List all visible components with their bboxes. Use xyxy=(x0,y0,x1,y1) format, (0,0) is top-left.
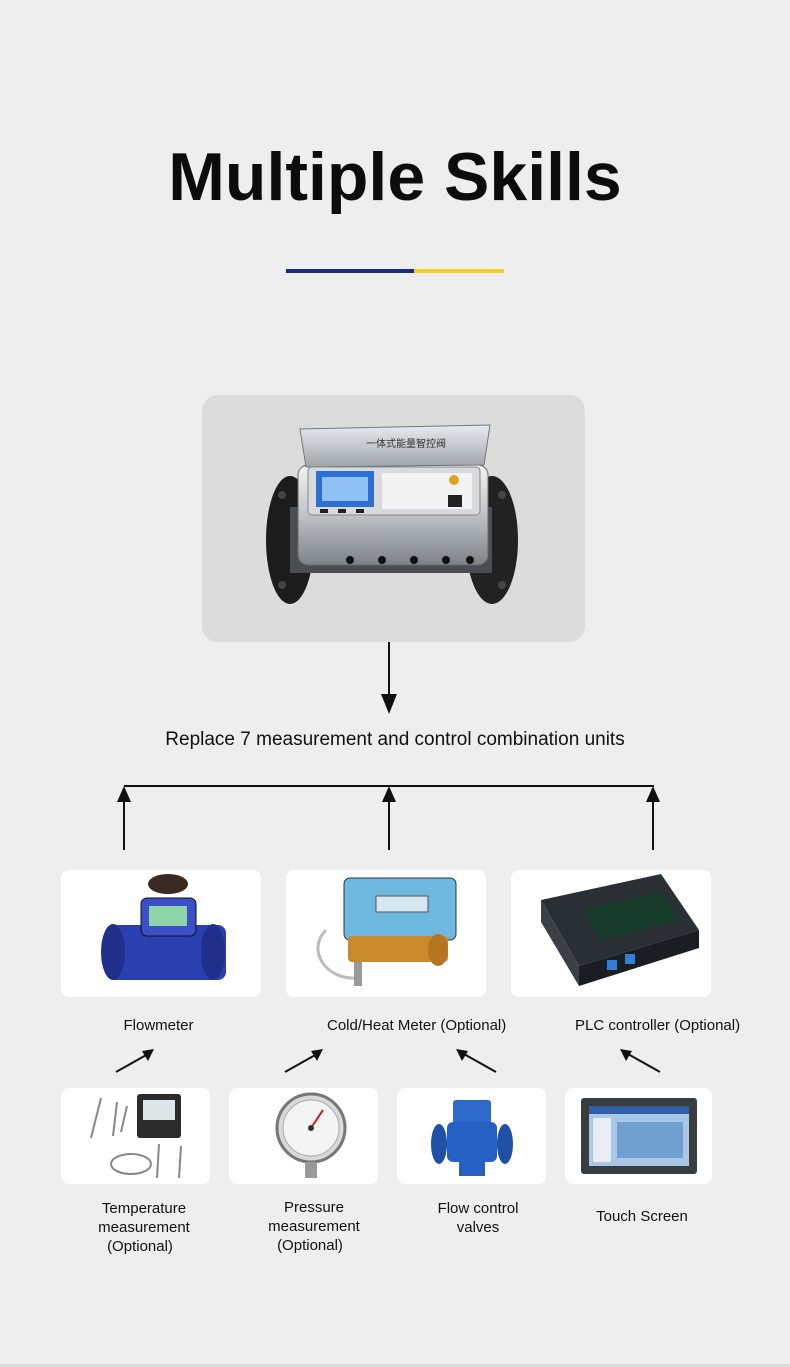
unit-label-plc: PLC controller (Optional) xyxy=(575,1016,790,1035)
unit-optional-text: (Optional) xyxy=(674,1017,741,1034)
pressure-card xyxy=(229,1088,378,1184)
unit-optional-text: (Optional) xyxy=(440,1017,507,1034)
temperature-card xyxy=(61,1088,210,1184)
component-optional-text: (Optional) xyxy=(107,1238,173,1255)
arrow-up-left-icon xyxy=(456,1049,497,1073)
component-label-line: Temperature xyxy=(101,1200,187,1217)
pressure-gauge-icon xyxy=(275,1092,347,1178)
component-label-line: measurement xyxy=(98,1219,190,1236)
unit-label-text: PLC controller xyxy=(575,1017,671,1034)
combination-caption: Replace 7 measurement and control combin… xyxy=(165,729,625,750)
page-title: Multiple Skills xyxy=(168,139,622,215)
arrow-up-right-icon xyxy=(284,1049,323,1073)
unit-label-text: Flowmeter xyxy=(123,1017,194,1034)
component-label-touch-screen: Touch Screen xyxy=(565,1207,719,1226)
unit-label-text: Cold/Heat Meter xyxy=(327,1017,437,1034)
arrow-up-left-icon xyxy=(620,1049,661,1073)
connector-tree xyxy=(117,785,660,850)
device-label: 一体式能量智控阀 xyxy=(366,437,446,450)
touch-screen-icon xyxy=(581,1098,697,1174)
hero-product-image: 一体式能量智控阀 xyxy=(202,395,585,642)
smart-meter-valve-icon: 一体式能量智控阀 xyxy=(266,424,518,604)
unit-label-flowmeter: Flowmeter xyxy=(61,1016,256,1035)
touch-screen-card xyxy=(565,1088,712,1184)
temperature-sensor-icon xyxy=(90,1094,182,1179)
component-label-line: Pressure xyxy=(283,1199,345,1216)
flow-valve-icon xyxy=(431,1100,513,1176)
title-underline-yellow xyxy=(414,269,504,273)
unit-label-heat-meter: Cold/Heat Meter (Optional) xyxy=(286,1016,597,1035)
component-label-pressure: Pressure measurement (Optional) xyxy=(236,1198,392,1255)
component-label-temperature: Temperature measurement (Optional) xyxy=(66,1199,222,1256)
title-underline-blue xyxy=(286,269,414,273)
arrow-up-right-icon xyxy=(115,1049,154,1073)
arrow-down-icon xyxy=(381,642,397,714)
component-label-line: measurement xyxy=(268,1218,360,1235)
flowmeter-card xyxy=(61,870,261,997)
heat-meter-icon xyxy=(316,877,457,986)
component-optional-text: (Optional) xyxy=(277,1237,343,1254)
heat-meter-card xyxy=(286,870,486,997)
component-label-line: valves xyxy=(456,1219,500,1236)
flow-valve-card xyxy=(397,1088,546,1184)
component-label-line: Touch Screen xyxy=(596,1208,688,1225)
flowmeter-icon xyxy=(101,874,226,980)
component-label-flow-valve: Flow control valves xyxy=(400,1199,556,1237)
bottom-divider xyxy=(0,1364,790,1367)
component-label-line: Flow control xyxy=(437,1200,519,1217)
plc-controller-card xyxy=(511,870,711,997)
plc-controller-icon xyxy=(541,874,699,986)
